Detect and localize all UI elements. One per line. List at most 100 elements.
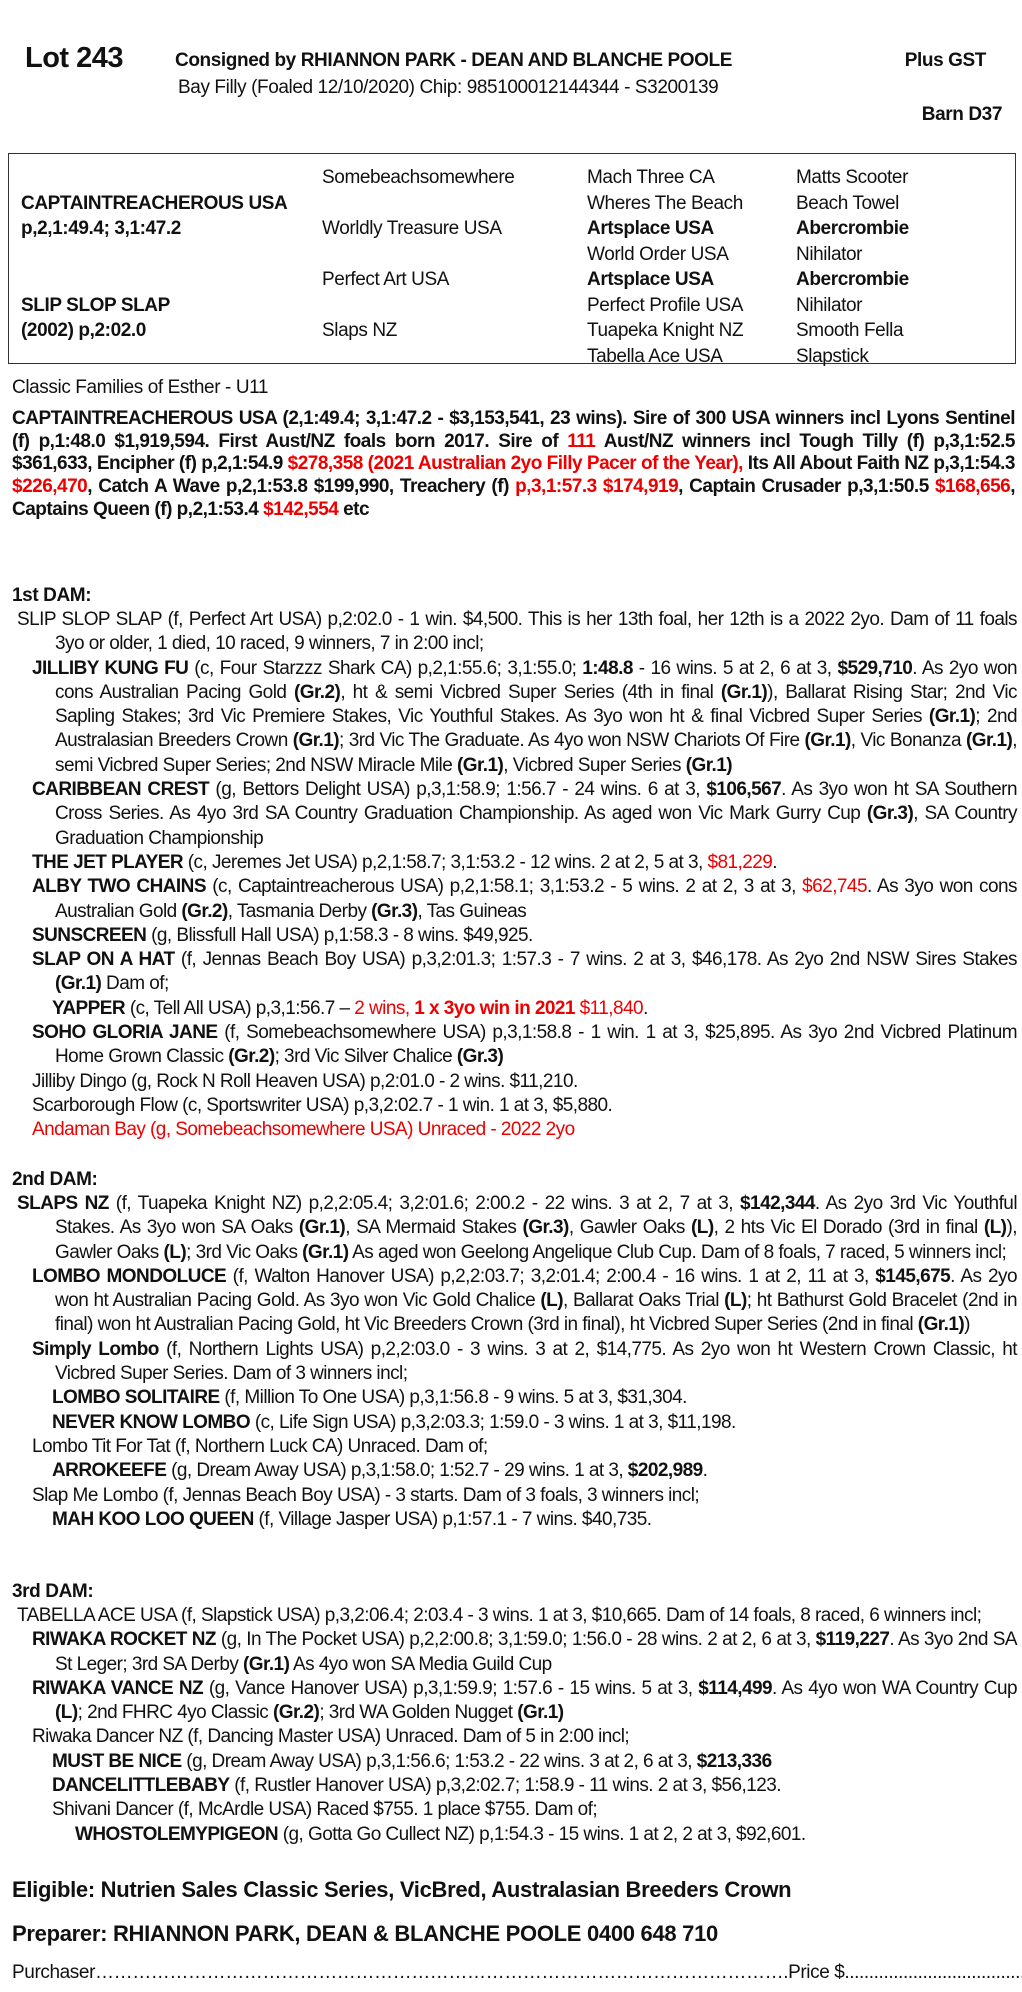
text: - 16 wins. 5 at 2, 6 at 3, [632,657,838,679]
text: , Vicbred Super Series [503,754,686,776]
text: As aged won Geelong Angelique Club Cup. … [348,1241,1007,1263]
text: . [643,997,648,1019]
section-heading: 2nd DAM: [12,1169,98,1190]
bold-text: (L) [163,1241,187,1263]
pedigree-entry: ALBY TWO CHAINS (c, Captaintreacherous U… [12,875,1018,924]
text: (c, Four Starzzz Shark CA) p,2,1:55.6; 3… [188,657,583,679]
pedigree-entry: MUST BE NICE (g, Dream Away USA) p,3,1:5… [12,1750,1017,1774]
text: Scarborough Flow (c, Sportswriter USA) p… [32,1094,613,1116]
pedigree-entry: Riwaka Dancer NZ (f, Dancing Master USA)… [12,1725,1017,1749]
text: ; 3rd Vic Oaks [186,1241,303,1263]
text: ; 2nd FHRC 4yo Classic [77,1702,273,1724]
bold-text: JILLIBY KUNG FU [32,657,189,679]
text: Aust/NZ winners incl Tough Tilly (f) p,3… [12,430,1015,475]
family-note: Classic Families of Esther - U11 [12,377,269,398]
pedigree-gen3: World Order USA [587,243,729,265]
text: . As 2yo won cons Australian Pacing Gold [55,657,1018,703]
text: Shivani Dancer (f, McArdle USA) Raced $7… [52,1799,598,1821]
pedigree-gen4: Abercrombie [796,218,909,239]
text: (f, Somebeachsomewhere USA) p,3,1:58.8 -… [55,1022,1018,1068]
barn-number: Barn D37 [921,104,1003,125]
pedigree-entry: SLAP ON A HAT (f, Jennas Beach Boy USA) … [12,948,1018,997]
bold-text: (Gr.2) [272,1702,320,1724]
bold-text: SUNSCREEN [32,924,147,946]
dam-section-1: 1st DAM:SLIP SLOP SLAP (f, Perfect Art U… [12,584,1018,1143]
text: Its All About Faith NZ p,3,1:54.3 [742,453,1016,475]
bold-text: (L) [690,1217,714,1239]
bold-text: NEVER KNOW LOMBO [52,1411,251,1433]
bold-text: $529,710 [837,657,913,679]
text: (g, Dream Away USA) p,3,1:56.6; 1:53.2 -… [181,1750,697,1772]
text: . [702,1460,708,1482]
bold-text: $142,344 [740,1193,815,1214]
bold-text: (Gr.1) [302,1241,349,1263]
bold-text: LOMBO MONDOLUCE [32,1265,227,1287]
text: TABELLA ACE USA (f, Slapstick USA) p,3,2… [17,1605,982,1626]
pedigree-entry: ARROKEEFE (g, Dream Away USA) p,3,1:58.0… [12,1459,1017,1483]
text: ; 3rd WA Golden Nugget [319,1702,518,1724]
highlight-text: p,3,1:57.3 $174,919 [515,476,679,498]
pedigree-entry: CARIBBEAN CREST (g, Bettors Delight USA)… [12,778,1018,851]
text: (g, In The Pocket USA) p,2,2:00.8; 3,1:5… [215,1629,816,1651]
text: As 4yo won SA Media Guild Cup [289,1653,552,1675]
text: ; 3rd Vic Silver Chalice [274,1046,457,1068]
pedigree-gen2: Somebeachsomewhere [322,167,515,188]
highlight-text: 2 wins, [354,997,415,1019]
text: , SA Mermaid Stakes [345,1217,523,1239]
highlight-text: $226,470 [12,476,88,498]
pedigree-entry: NEVER KNOW LOMBO (c, Life Sign USA) p,3,… [12,1411,1017,1435]
text: (g, Vance Hanover USA) p,3,1:59.9; 1:57.… [203,1677,699,1699]
bold-text: (Gr.3) [522,1217,570,1239]
text: (g, Gotta Go Cullect NZ) p,1:54.3 - 15 w… [278,1823,806,1845]
bold-text: (Gr.3) [866,803,914,825]
pedigree-entry: WHOSTOLEMYPIGEON (g, Gotta Go Cullect NZ… [12,1823,1017,1847]
text: (c, Tell All USA) p,3,1:56.7 – [125,997,355,1019]
text: Jilliby Dingo (g, Rock N Roll Heaven USA… [32,1070,578,1092]
text: ), Gawler Oaks [55,1217,1018,1263]
text: . As 3yo won cons Australian Gold [55,876,1018,922]
text: Riwaka Dancer NZ (f, Dancing Master USA)… [32,1726,630,1748]
bold-text: (Gr.1) [917,1314,965,1336]
bold-text: (Gr.1) [456,754,504,776]
pedigree-entry: YAPPER (c, Tell All USA) p,3,1:56.7 – 2 … [12,997,1017,1021]
pedigree-gen4: Abercrombie [796,269,909,290]
bold-text: RIWAKA VANCE NZ [32,1677,204,1699]
text: . As 3yo 2nd SA St Leger; 3rd SA Derby [55,1629,1018,1675]
gst-note: Plus GST [904,50,987,71]
bold-text: (Gr.1) [298,1217,346,1239]
bold-text: (L) [540,1290,564,1312]
bold-text: ARROKEEFE [52,1460,167,1482]
pedigree-entry: MAH KOO LOO QUEEN (f, Village Jasper USA… [12,1508,1017,1532]
text: , Tas Guineas [417,900,527,922]
text: ), Ballarat Rising Star; 2nd Vic Sapling… [55,681,1018,728]
consignor: Consigned by RHIANNON PARK - DEAN AND BL… [175,50,732,71]
pedigree-entry: DANCELITTLEBABY (f, Rustler Hanover USA)… [12,1774,1017,1798]
bold-text: (Gr.3) [371,900,418,922]
text: ) [964,1314,970,1336]
bold-text: (L) [724,1290,747,1312]
text: Lombo Tit For Tat (f, Northern Luck CA) … [32,1435,488,1457]
bold-text: 1:48.8 [582,657,633,679]
pedigree-entry: TABELLA ACE USA (f, Slapstick USA) p,3,2… [12,1604,1017,1628]
dam-section-3: 3rd DAM: TABELLA ACE USA (f, Slapstick US… [12,1580,1018,1847]
purchaser-price-line: Purchaser…………………………………………………………………………………… [12,1962,1022,1983]
pedigree-gen4: Beach Towel [796,192,899,214]
text: ; 2nd Australasian Breeders Crown [55,706,1018,752]
bold-text: WHOSTOLEMYPIGEON [75,1823,279,1845]
bold-text: (Gr.1) [55,973,102,995]
pedigree-entry: THE JET PLAYER (c, Jeremes Jet USA) p,2,… [12,851,1017,875]
section-heading: 3rd DAM: [12,1581,94,1602]
bold-text: (L) [983,1217,1007,1239]
text: (f, Million To One USA) p,3,1:56.8 - 9 w… [219,1387,687,1409]
bold-text: (Gr.1) [292,730,340,752]
bold-text: MUST BE NICE [52,1750,182,1772]
pedigree-entry: LOMBO MONDOLUCE (f, Walton Hanover USA) … [12,1265,1018,1338]
pedigree-entry: Andaman Bay (g, Somebeachsomewhere USA) … [12,1118,1017,1142]
bold-text: THE JET PLAYER [32,851,184,873]
sire-summary: CAPTAINTREACHEROUS USA (2,1:49.4; 3,1:47… [12,408,1016,522]
text: (f, Rustler Hanover USA) p,3,2:02.7; 1:5… [229,1775,782,1797]
bold-text: YAPPER [52,997,126,1019]
pedigree-gen3: Tabella Ace USA [587,345,723,367]
pedigree-gen4: Nihilator [796,294,863,316]
text: (f, Tuapeka Knight NZ) p,2,2:05.4; 3,2:0… [108,1193,741,1214]
